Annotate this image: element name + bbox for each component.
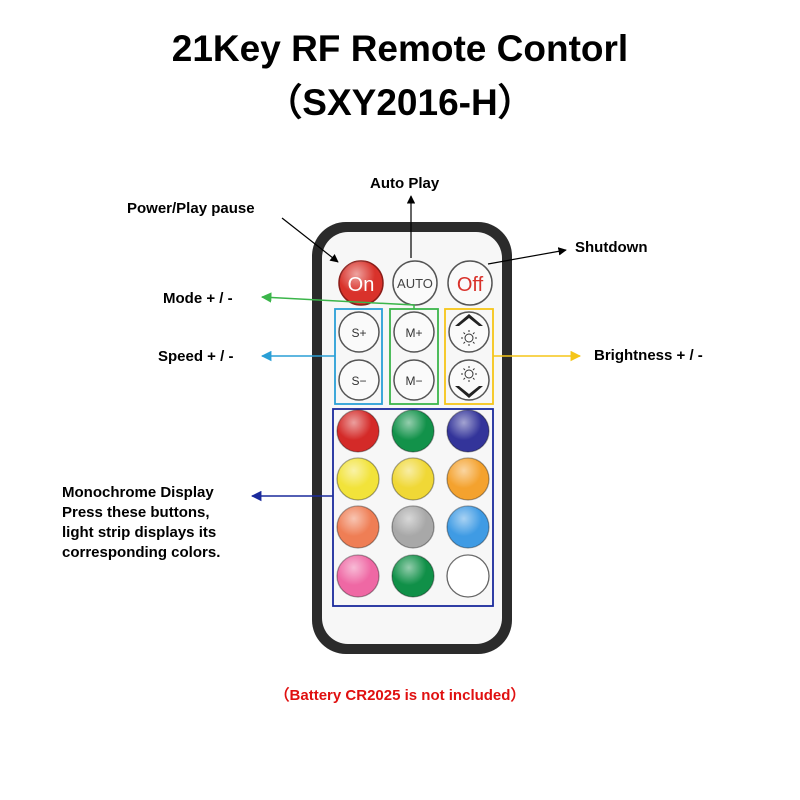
- monochrome-title: Monochrome Display: [62, 484, 214, 501]
- auto-play-label: Auto Play: [370, 175, 440, 192]
- color-button[interactable]: [446, 554, 490, 598]
- off-button-label: Off: [457, 274, 484, 296]
- model-subtitle: （SXY2016-H）: [265, 82, 535, 123]
- speed-label: Speed + / -: [158, 348, 234, 365]
- shutdown-arrow: [487, 247, 567, 265]
- monochrome-desc-2: light strip displays its: [62, 524, 217, 541]
- brightness-up-button[interactable]: [448, 311, 490, 353]
- color-button-grid: [336, 409, 490, 598]
- color-button[interactable]: [336, 554, 380, 598]
- battery-note: （Battery CR2025 is not included）: [274, 687, 526, 704]
- power-button[interactable]: On: [338, 260, 384, 306]
- shutdown-button[interactable]: Off: [447, 260, 493, 306]
- speed-down-button[interactable]: S−: [338, 359, 380, 401]
- brightness-label: Brightness + / -: [594, 347, 703, 364]
- color-button[interactable]: [336, 505, 380, 549]
- power-label: Power/Play pause: [127, 200, 255, 217]
- brightness-down-button[interactable]: [448, 359, 490, 401]
- speed-down-label: S−: [351, 374, 366, 388]
- color-button[interactable]: [391, 457, 435, 501]
- monochrome-label: Monochrome Display Press these buttons, …: [62, 483, 220, 563]
- speed-up-label: S+: [351, 326, 366, 340]
- monochrome-desc-3: corresponding colors.: [62, 544, 221, 561]
- monochrome-desc-1: Press these buttons,: [62, 504, 210, 521]
- power-button-label: On: [348, 274, 375, 296]
- chevron-down-icon: [455, 386, 483, 398]
- mode-up-button[interactable]: M+: [393, 311, 435, 353]
- mode-arrow: [260, 292, 415, 309]
- sun-icon: [461, 366, 477, 382]
- color-button[interactable]: [391, 505, 435, 549]
- sun-icon: [461, 330, 477, 346]
- mode-label: Mode + / -: [163, 290, 233, 307]
- page-title: 21Key RF Remote Contorl: [171, 28, 629, 69]
- color-button[interactable]: [336, 409, 380, 453]
- shutdown-label: Shutdown: [575, 239, 648, 256]
- mode-down-label: M−: [405, 374, 422, 388]
- color-button[interactable]: [446, 409, 490, 453]
- color-button[interactable]: [446, 505, 490, 549]
- auto-button-label: AUTO: [397, 276, 433, 291]
- mode-up-label: M+: [405, 326, 422, 340]
- auto-play-button[interactable]: AUTO: [392, 260, 438, 306]
- color-group-box: [332, 408, 494, 607]
- color-button[interactable]: [336, 457, 380, 501]
- color-button[interactable]: [446, 457, 490, 501]
- mode-down-button[interactable]: M−: [393, 359, 435, 401]
- power-arrow: [281, 217, 339, 263]
- color-button[interactable]: [391, 409, 435, 453]
- color-button[interactable]: [391, 554, 435, 598]
- chevron-up-icon: [455, 314, 483, 326]
- speed-up-button[interactable]: S+: [338, 311, 380, 353]
